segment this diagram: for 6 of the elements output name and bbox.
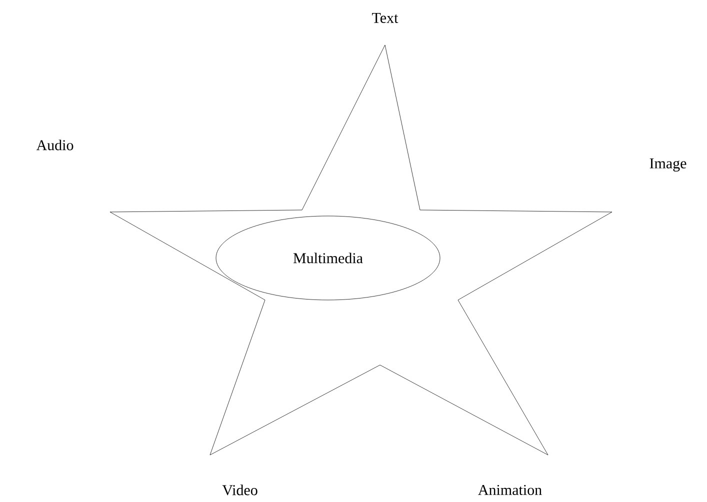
point-label: Image — [650, 158, 686, 172]
point-label: Text — [372, 13, 398, 23]
point-label: Audio — [36, 140, 74, 150]
point-label: Animation — [478, 484, 542, 496]
point-label: Video — [222, 484, 258, 496]
star-shape — [110, 44, 612, 456]
